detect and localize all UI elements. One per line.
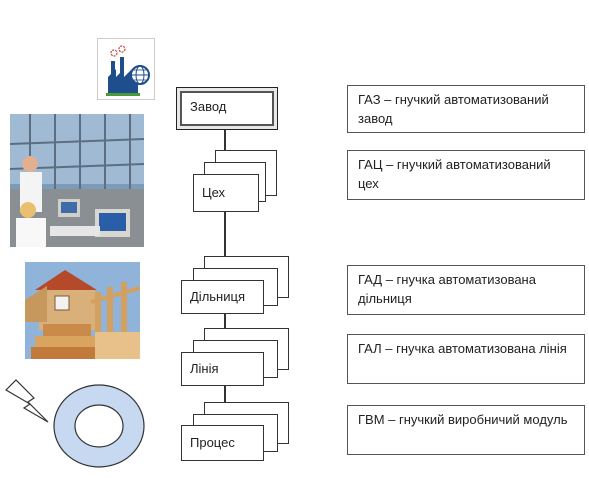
desc-gad: ГАД – гнучка автоматизована дільниця — [347, 265, 585, 315]
level-box-protses: Процес — [181, 425, 264, 461]
level-box-tsekh: Цех — [193, 174, 259, 212]
level-box-dilnytsia: Дільниця — [181, 280, 264, 314]
ring-shape — [50, 382, 148, 470]
level-box-zavod: Завод — [176, 87, 278, 130]
level-label-zavod: Завод — [180, 91, 274, 126]
lightning-icon — [4, 378, 54, 428]
desc-gaz: ГАЗ – гнучкий автоматизований завод — [347, 85, 585, 133]
desc-gal: ГАЛ – гнучка автоматизована лінія — [347, 334, 585, 384]
desc-gats: ГАЦ – гнучкий автоматизований цех — [347, 150, 585, 200]
factory-globe-icon — [97, 38, 155, 100]
desc-gvm: ГВМ – гнучкий виробничий модуль — [347, 405, 585, 455]
house-construction-photo — [25, 262, 140, 359]
level-box-liniia: Лінія — [181, 352, 264, 386]
control-room-photo — [10, 114, 144, 247]
